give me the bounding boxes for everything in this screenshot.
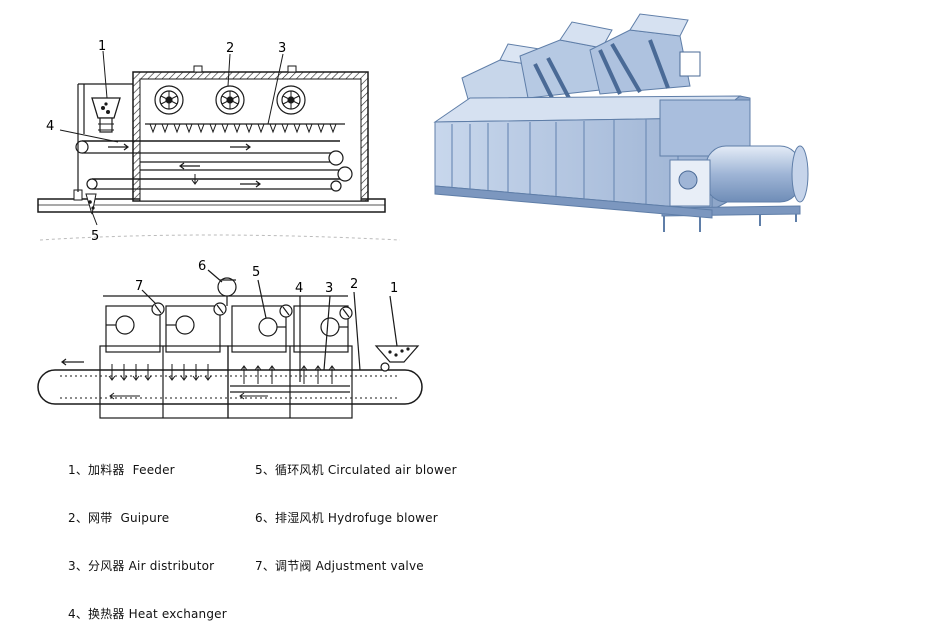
bottom-callout-3: 3 <box>325 281 333 296</box>
bottom-schematic <box>37 269 423 419</box>
legend-item-heat-exchanger: 4、换热器 Heat exchanger <box>68 607 227 621</box>
legend-left: 1、加料器 Feeder 2、网带 Guipure 3、分风器 Air dist… <box>68 430 227 638</box>
blower-icon <box>166 315 195 335</box>
adjustment-valve-icon <box>151 302 165 316</box>
blower-icon <box>106 315 135 335</box>
adjustment-valve-icon <box>279 304 293 318</box>
top-callout-4: 4 <box>46 119 54 134</box>
legend-item-feeder: 1、加料器 Feeder <box>68 463 175 477</box>
legend-item-guipure: 2、网带 Guipure <box>68 511 170 525</box>
blower-icon <box>320 317 348 337</box>
top-schematic <box>37 50 401 241</box>
blower-icon <box>258 317 286 337</box>
bottom-callout-1: 1 <box>390 281 398 296</box>
bottom-callout-4: 4 <box>295 281 303 296</box>
legend-item-hydrofuge-blower: 6、排湿风机 Hydrofuge blower <box>255 511 438 525</box>
top-callout-1: 1 <box>98 39 106 54</box>
adjustment-valve-icon <box>213 302 227 316</box>
hydrofuge-blower-icon <box>217 277 237 306</box>
top-callout-5: 5 <box>91 229 99 244</box>
bottom-callout-5: 5 <box>252 265 260 280</box>
legend-item-circulated-air-blower: 5、循环风机 Circulated air blower <box>255 463 457 477</box>
legend-item-air-distributor: 3、分风器 Air distributor <box>68 559 215 573</box>
legend-right: 5、循环风机 Circulated air blower 6、排湿风机 Hydr… <box>255 430 457 590</box>
fan-icon <box>276 85 306 115</box>
figure-canvas: 1 2 3 4 5 <box>37 13 809 419</box>
bottom-callout-7: 7 <box>135 279 143 294</box>
bottom-callout-6: 6 <box>198 259 206 274</box>
top-callout-2: 2 <box>226 41 234 56</box>
legend-item-adjustment-valve: 7、调节阀 Adjustment valve <box>255 559 424 573</box>
fan-icon <box>154 85 184 115</box>
bottom-callout-2: 2 <box>350 277 358 292</box>
dryer-machine-illustration <box>433 13 809 232</box>
fan-icon <box>215 85 245 115</box>
top-callout-3: 3 <box>278 41 286 56</box>
adjustment-valve-icon <box>339 306 353 320</box>
